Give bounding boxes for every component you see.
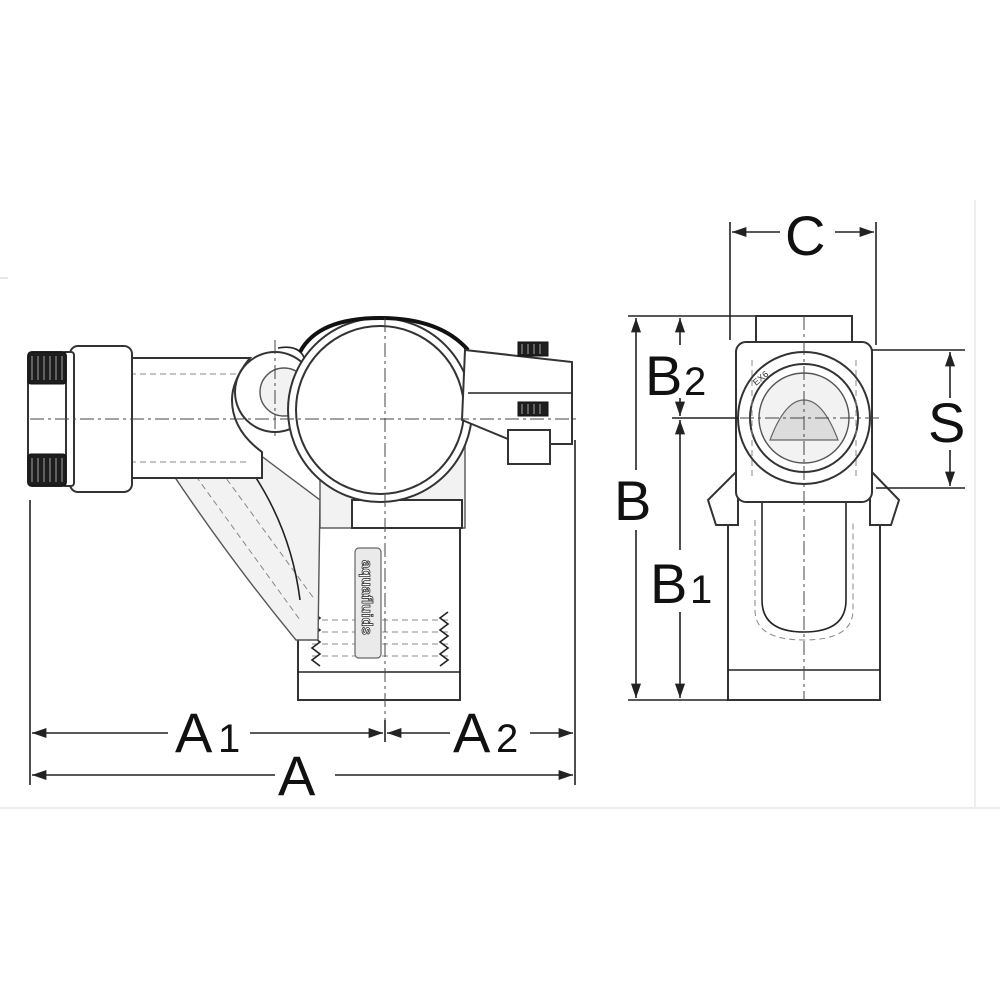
label-a1: A xyxy=(175,701,213,764)
label-a2: A xyxy=(453,701,491,764)
label-b1-sub: 1 xyxy=(690,568,712,612)
clamp-foot xyxy=(507,429,551,465)
label-a1-sub: 1 xyxy=(218,717,240,761)
label-s: S xyxy=(928,391,965,454)
label-a2-sub: 2 xyxy=(496,717,518,761)
front-view: aquafluids xyxy=(27,315,580,740)
angled-neck xyxy=(169,452,321,641)
dimension-labels: A 1 A 2 A C S B B 2 B 1 xyxy=(175,204,965,807)
label-b: B xyxy=(614,469,651,532)
left-wing xyxy=(706,467,739,526)
label-c: C xyxy=(785,204,825,267)
label-b2-sub: 2 xyxy=(684,360,706,404)
label-b1: B xyxy=(650,552,687,615)
right-wing xyxy=(869,467,901,526)
label-b2: B xyxy=(645,344,682,407)
dimension-lines xyxy=(29,222,965,785)
brand-text: aquafluids xyxy=(358,560,375,635)
side-view: EX6 xyxy=(706,315,901,701)
brand-plate xyxy=(354,547,382,659)
frame-lines xyxy=(0,200,1000,809)
label-a: A xyxy=(278,744,316,807)
